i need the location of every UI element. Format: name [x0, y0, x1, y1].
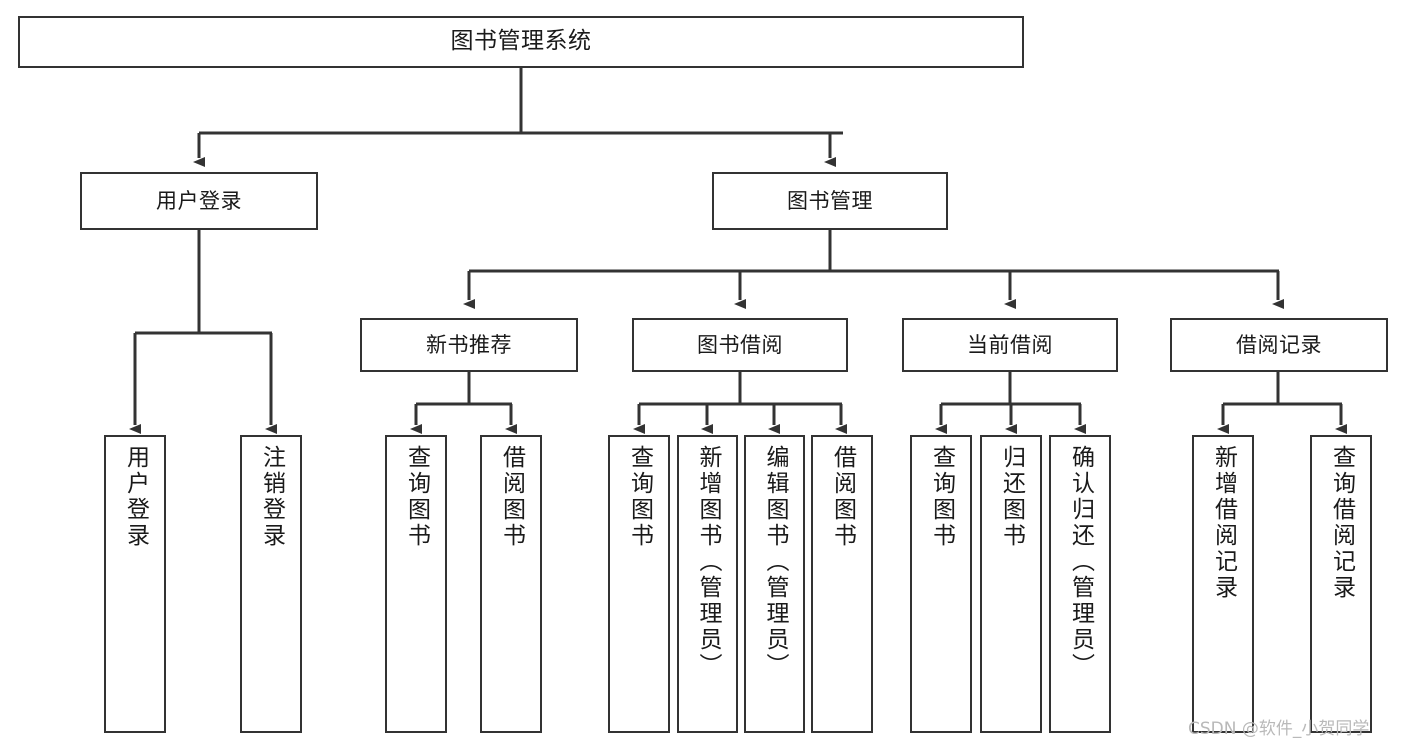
node-leaf-borrow-book-1[interactable]: 借阅图书 [480, 435, 542, 733]
node-borrow-record-label: 借阅记录 [1236, 332, 1322, 357]
csdn-watermark: CSDN @软件_小贺同学 [1188, 719, 1370, 739]
node-leaf-query-record[interactable]: 查询借阅记录 [1310, 435, 1372, 733]
node-leaf-query-book-3-label: 查询图书 [928, 445, 955, 549]
node-book-borrow-label: 图书借阅 [697, 332, 783, 357]
node-leaf-add-book[interactable]: 新增图书（管理员） [677, 435, 738, 733]
node-leaf-confirm-return-label: 确认归还（管理员） [1067, 445, 1094, 679]
node-leaf-query-book-1[interactable]: 查询图书 [385, 435, 447, 733]
node-leaf-edit-book-label: 编辑图书（管理员） [762, 445, 788, 679]
node-leaf-borrow-book-2[interactable]: 借阅图书 [811, 435, 873, 733]
node-leaf-edit-book[interactable]: 编辑图书（管理员） [744, 435, 805, 733]
node-book-borrow[interactable]: 图书借阅 [632, 318, 848, 372]
node-leaf-return-book[interactable]: 归还图书 [980, 435, 1042, 733]
node-user-login-label: 用户登录 [156, 188, 242, 213]
node-root-label: 图书管理系统 [450, 28, 592, 55]
node-leaf-add-record[interactable]: 新增借阅记录 [1192, 435, 1254, 733]
node-leaf-user-logout-label: 注销登录 [258, 445, 285, 549]
node-leaf-borrow-book-2-label: 借阅图书 [829, 445, 856, 549]
node-new-book-rec[interactable]: 新书推荐 [360, 318, 578, 372]
node-leaf-query-book-2[interactable]: 查询图书 [608, 435, 670, 733]
node-current-borrow[interactable]: 当前借阅 [902, 318, 1118, 372]
node-leaf-confirm-return[interactable]: 确认归还（管理员） [1049, 435, 1111, 733]
node-root[interactable]: 图书管理系统 [18, 16, 1024, 68]
node-leaf-user-login[interactable]: 用户登录 [104, 435, 166, 733]
node-leaf-query-record-label: 查询借阅记录 [1328, 445, 1355, 601]
node-leaf-user-logout[interactable]: 注销登录 [240, 435, 302, 733]
node-leaf-add-record-label: 新增借阅记录 [1210, 445, 1237, 601]
node-leaf-return-book-label: 归还图书 [998, 445, 1025, 549]
node-leaf-borrow-book-1-label: 借阅图书 [498, 445, 525, 549]
node-leaf-add-book-label: 新增图书（管理员） [695, 445, 721, 679]
node-new-book-rec-label: 新书推荐 [426, 332, 512, 357]
node-book-manage[interactable]: 图书管理 [712, 172, 948, 230]
node-book-manage-label: 图书管理 [787, 188, 873, 213]
node-leaf-query-book-2-label: 查询图书 [626, 445, 653, 549]
node-borrow-record[interactable]: 借阅记录 [1170, 318, 1388, 372]
node-user-login[interactable]: 用户登录 [80, 172, 318, 230]
node-leaf-query-book-3[interactable]: 查询图书 [910, 435, 972, 733]
node-leaf-query-book-1-label: 查询图书 [403, 445, 430, 549]
node-current-borrow-label: 当前借阅 [967, 332, 1053, 357]
node-leaf-user-login-label: 用户登录 [122, 445, 149, 549]
